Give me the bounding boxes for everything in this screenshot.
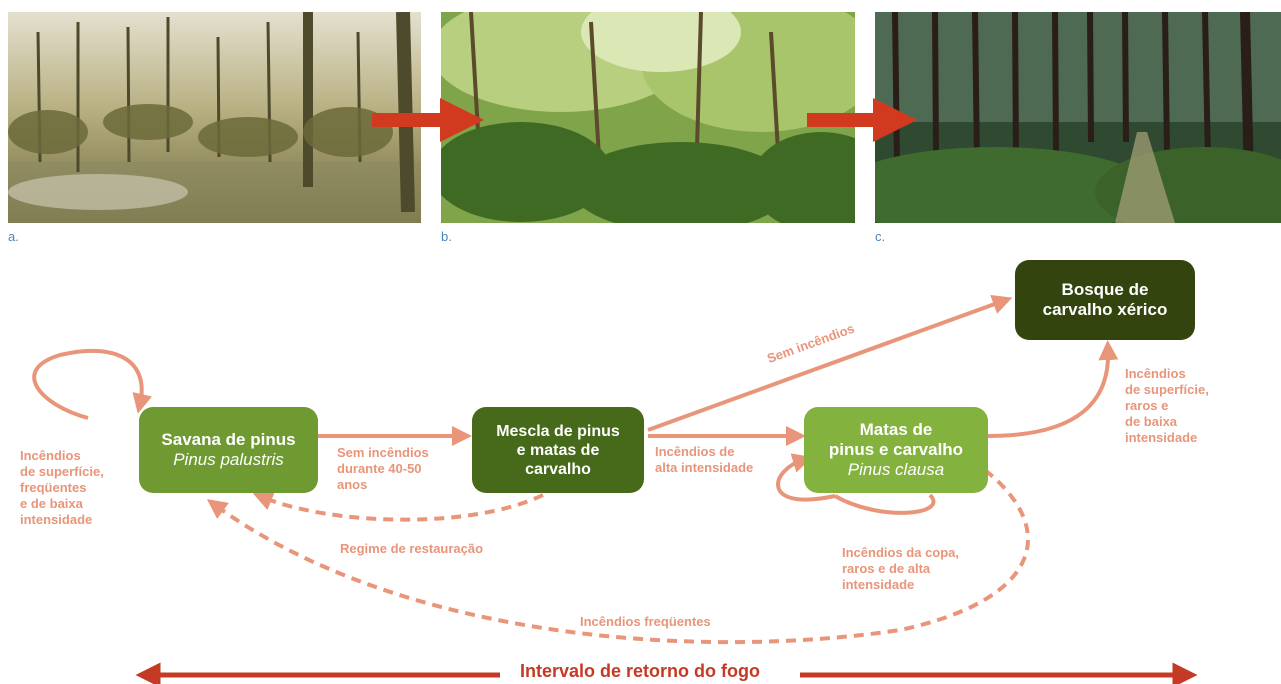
label-no-fire-line1: Sem incêndios	[337, 445, 429, 460]
label-left-fires: Incêndios de superfície, freqüentes e de…	[20, 448, 104, 528]
photo-a	[8, 12, 421, 223]
node-matas-scientific: Pinus clausa	[847, 460, 945, 479]
label-frequent-fires: Incêndios freqüentes	[580, 614, 711, 629]
photo-b	[441, 12, 855, 223]
arrow-mescla-bosque	[647, 295, 1013, 432]
label-left-fires-line4: e de baixa	[20, 496, 83, 511]
node-mescla-line2: e matas de	[516, 441, 600, 459]
node-matas-line2: pinus e carvalho	[828, 440, 964, 459]
arrow-matas-bosque	[987, 340, 1119, 438]
label-left-fires-line5: intensidade	[20, 512, 93, 527]
node-mescla-line1: Mescla de pinus	[496, 422, 620, 440]
photo-label-b: b.	[441, 229, 452, 244]
node-matas: Matas de pinus e carvalho Pinus clausa	[804, 407, 988, 493]
label-high-intensity: Incêndios de alta intensidade	[655, 444, 753, 476]
arrow-frequent-fires	[206, 468, 1030, 645]
label-crown-fires-line1: Incêndios da copa,	[842, 545, 960, 560]
label-crown-fires-line3: intensidade	[842, 577, 915, 592]
photo-label-a: a.	[8, 229, 19, 244]
node-mescla: Mescla de pinus e matas de carvalho	[472, 407, 644, 493]
axis-title: Intervalo de retorno do fogo	[508, 661, 773, 682]
node-savana-de-pinus: Savana de pinus Pinus palustris	[139, 407, 318, 493]
loop-arrow-matas	[776, 453, 836, 502]
node-mescla-line3: carvalho	[525, 460, 591, 478]
label-restoration: Regime de restauração	[340, 541, 484, 556]
node-savana-title: Savana de pinus	[161, 430, 296, 449]
loop-arrow-matas-bottom	[834, 493, 936, 515]
label-left-fires-line3: freqüentes	[20, 480, 87, 495]
photo-arrow-a-b	[372, 98, 484, 142]
node-matas-line1: Matas de	[859, 420, 933, 439]
label-no-fire-line3: anos	[337, 477, 368, 492]
photo-c	[875, 12, 1281, 223]
label-right-fires-line3: raros e	[1125, 398, 1169, 413]
node-bosque: Bosque de carvalho xérico	[1015, 260, 1195, 340]
arrow-restoration	[252, 491, 544, 522]
label-left-fires-line1: Incêndios	[20, 448, 81, 463]
photo-arrow-b-c	[807, 98, 917, 142]
label-no-fire-line2: durante 40-50	[337, 461, 422, 476]
label-no-fire-40-50: Sem incêndios durante 40-50 anos	[337, 445, 429, 493]
photo-label-c: c.	[875, 229, 886, 244]
label-high-intensity-line1: Incêndios de	[655, 444, 735, 459]
label-right-fires-line5: intensidade	[1125, 430, 1198, 445]
node-bosque-line2: carvalho xérico	[1042, 300, 1168, 319]
node-bosque-line1: Bosque de	[1061, 280, 1149, 299]
label-high-intensity-line2: alta intensidade	[655, 460, 754, 475]
label-right-fires-line2: de superfície,	[1125, 382, 1209, 397]
label-right-fires: Incêndios de superfície, raros e de baix…	[1125, 366, 1209, 446]
loop-arrow-savana	[32, 348, 152, 420]
label-crown-fires: Incêndios da copa, raros e de alta inten…	[842, 545, 959, 593]
label-right-fires-line4: de baixa	[1125, 414, 1178, 429]
label-crown-fires-line2: raros e de alta	[842, 561, 931, 576]
label-right-fires-line1: Incêndios	[1125, 366, 1186, 381]
node-savana-scientific: Pinus palustris	[173, 450, 284, 469]
label-left-fires-line2: de superfície,	[20, 464, 104, 479]
